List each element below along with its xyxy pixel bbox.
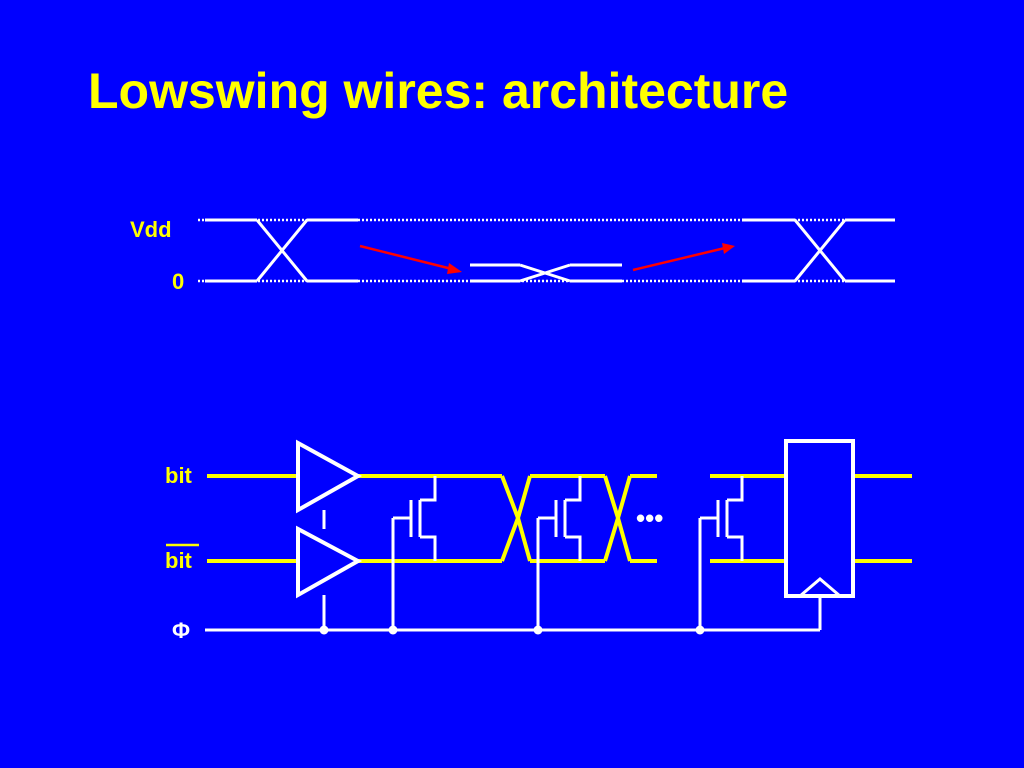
receiver-latch bbox=[784, 439, 855, 598]
phi-label: Φ bbox=[172, 618, 190, 643]
bit-label: bit bbox=[165, 463, 193, 488]
lowswing-circuit: bit bit Φ bbox=[165, 439, 912, 643]
full-swing-transition-right bbox=[742, 218, 895, 283]
vdd-label: Vdd bbox=[130, 217, 172, 242]
bit-bar-label: bit bbox=[165, 548, 193, 573]
voltage-swing-diagram: Vdd 0 bbox=[130, 217, 895, 294]
full-swing-transition-left bbox=[205, 218, 358, 283]
zero-label: 0 bbox=[172, 269, 184, 294]
equalizer-transistor-3 bbox=[700, 476, 744, 561]
arrow-to-low-swing bbox=[359, 244, 462, 274]
bit-wires bbox=[207, 474, 912, 563]
arrow-to-full-swing bbox=[632, 243, 735, 272]
low-swing-transition bbox=[470, 263, 622, 283]
bit-bar-driver-buffer bbox=[296, 525, 363, 599]
clock-input-marker bbox=[799, 577, 841, 598]
equalizer-transistor-2 bbox=[538, 476, 582, 561]
clock-junction-dots bbox=[319, 625, 705, 635]
slide-title: Lowswing wires: architecture bbox=[88, 63, 789, 119]
repeat-ellipsis: ••• bbox=[636, 503, 663, 533]
equalizer-transistor-1 bbox=[393, 476, 437, 561]
phi-clock-line bbox=[205, 510, 822, 632]
bit-driver-buffer bbox=[296, 439, 363, 514]
